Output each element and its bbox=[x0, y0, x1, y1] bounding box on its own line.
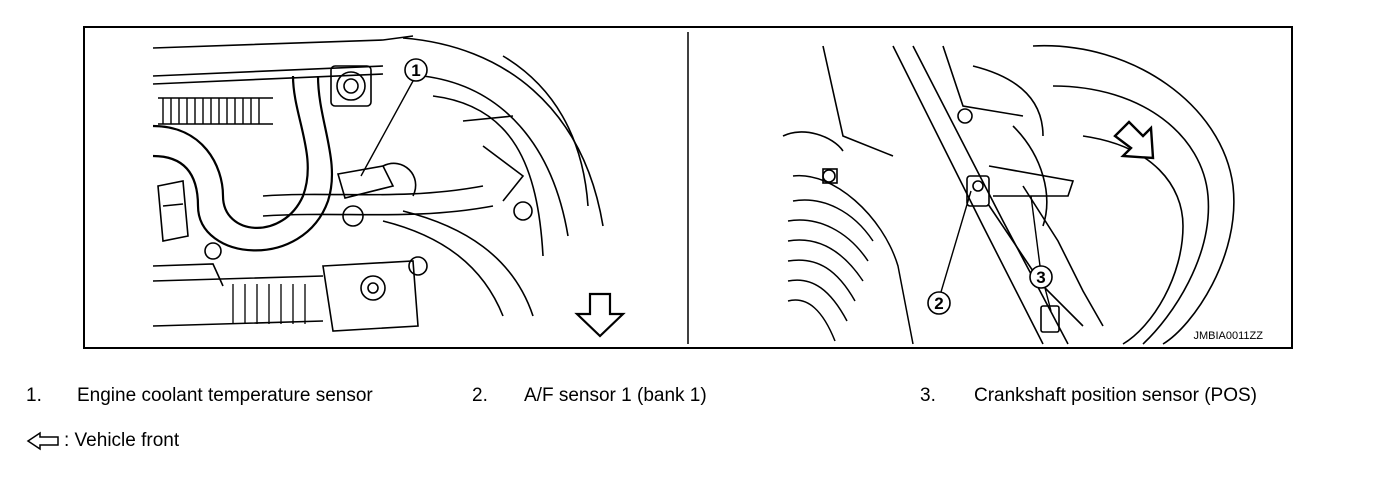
legend-label-1: Engine coolant temperature sensor bbox=[77, 385, 373, 406]
vehicle-front-arrow-icon bbox=[574, 292, 626, 338]
vehicle-front-diagonal-arrow-icon bbox=[1113, 120, 1155, 160]
legend-number-2: 2. bbox=[472, 385, 488, 406]
svg-text:1: 1 bbox=[411, 61, 420, 80]
left-panel-engine-illustration bbox=[152, 35, 604, 332]
right-panel-engine-illustration bbox=[782, 45, 1235, 345]
hollow-arrow-left-icon bbox=[26, 431, 59, 451]
vehicle-front-note: : Vehicle front bbox=[26, 430, 179, 452]
vehicle-front-label: : Vehicle front bbox=[64, 430, 180, 451]
callout-2: 2 bbox=[927, 190, 972, 315]
legend-label-2: A/F sensor 1 (bank 1) bbox=[524, 385, 707, 406]
legend-number-3: 3. bbox=[920, 385, 936, 406]
svg-text:2: 2 bbox=[934, 294, 943, 313]
callout-3: 3 bbox=[1029, 195, 1053, 312]
image-code: JMBIA0011ZZ bbox=[1194, 330, 1264, 342]
diagram-figure: 1 bbox=[83, 26, 1293, 349]
diagram-svg: 1 bbox=[83, 26, 1293, 349]
svg-text:3: 3 bbox=[1036, 268, 1045, 287]
legend-number-1: 1. bbox=[26, 385, 42, 406]
legend-label-3: Crankshaft position sensor (POS) bbox=[974, 385, 1258, 406]
callout-1: 1 bbox=[360, 58, 428, 177]
